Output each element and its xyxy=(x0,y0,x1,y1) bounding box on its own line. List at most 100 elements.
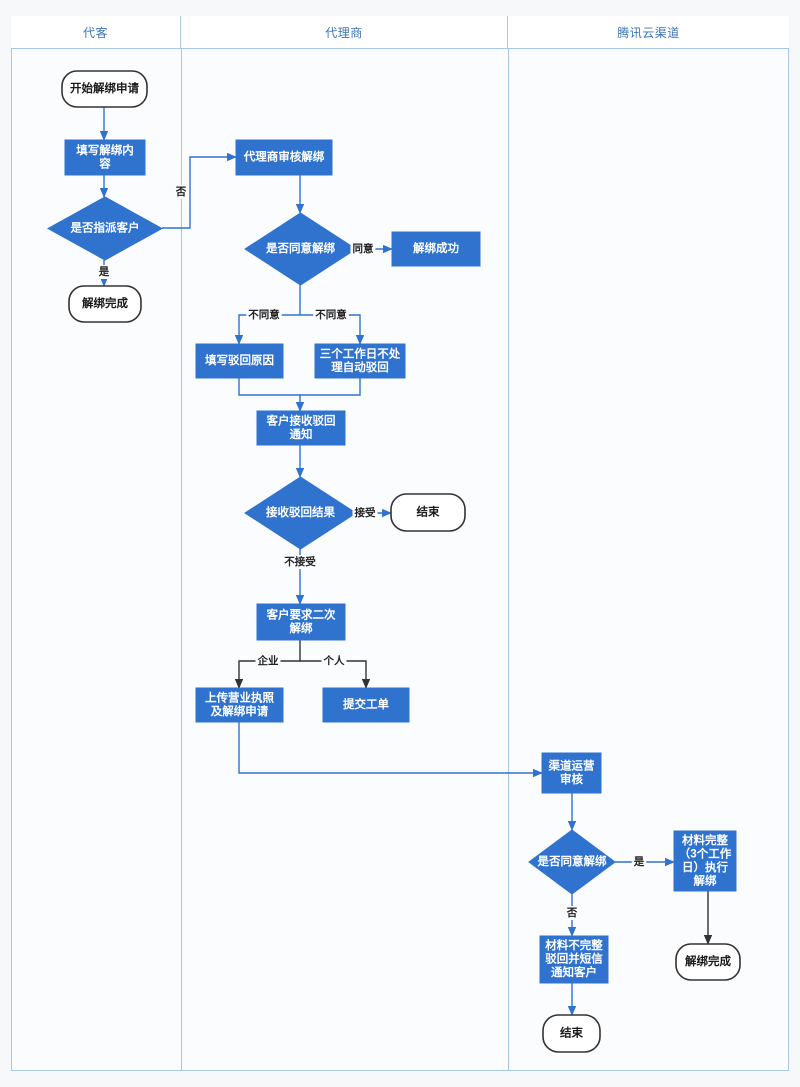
edge-label-backdrop xyxy=(173,185,189,199)
node-label-end-channel: 结束 xyxy=(559,1026,583,1040)
edge-label-backdrop xyxy=(321,654,347,668)
edge-label-e-result-accept-end: 接受 xyxy=(355,506,376,519)
node-label-customer-second-unbind: 解绑 xyxy=(290,621,313,635)
node-is-assigned-customer[interactable]: 是否指派客户 xyxy=(46,196,164,261)
node-receive-reject-result[interactable]: 接收驳回结果 xyxy=(244,476,357,550)
node-label-channel-ops-review: 审核 xyxy=(560,772,583,786)
node-shape-diamond[interactable] xyxy=(46,196,164,261)
node-start-unbind-request[interactable]: 开始解绑申请 xyxy=(61,70,148,108)
edge-label-e-channel-yes: 是 xyxy=(633,856,645,868)
node-end-channel[interactable]: 结束 xyxy=(542,1014,601,1053)
node-label-start-unbind-request: 开始解绑申请 xyxy=(70,81,139,95)
node-label-customer-recv-reject: 客户接收驳回 xyxy=(266,413,336,427)
node-label-agree-unbind-channel: 是否同意解绑 xyxy=(537,854,607,868)
node-label-unbind-complete-b: 解绑完成 xyxy=(685,954,731,968)
edge-e-license-to-channel xyxy=(238,722,543,778)
node-label-unbind-success: 解绑成功 xyxy=(413,241,459,255)
node-shape-rect[interactable] xyxy=(539,935,609,984)
nodes-layer: 开始解绑申请填写解绑内容是否指派客户解绑完成代理商审核解绑是否同意解绑解绑成功填… xyxy=(46,70,741,1053)
node-shape-rect[interactable] xyxy=(64,139,146,176)
node-label-materials-complete: 解绑 xyxy=(694,873,717,887)
node-fill-reject-reason[interactable]: 填写驳回原因 xyxy=(195,343,284,379)
edge-label-backdrop xyxy=(96,265,112,279)
node-label-channel-ops-review: 渠道运营 xyxy=(548,758,595,772)
edges-layer xyxy=(99,107,713,1016)
edge-label-e-disagree-fill: 不同意 xyxy=(248,308,280,321)
edge-label-e-channel-no: 否 xyxy=(566,907,578,919)
node-label-upload-license: 及解绑申请 xyxy=(211,704,269,718)
edge-label-backdrop xyxy=(350,242,376,256)
node-shape-rect[interactable] xyxy=(541,752,602,794)
node-label-auto-reject-3days: 三个工作日不处 xyxy=(320,346,401,360)
edge-label-backdrop xyxy=(631,855,647,869)
swimlane-divider-1 xyxy=(181,49,182,1071)
swimlane-container xyxy=(11,16,789,1071)
node-agree-unbind-agent[interactable]: 是否同意解绑 xyxy=(244,212,357,286)
node-shape-diamond[interactable] xyxy=(244,476,357,550)
edge-e-fill-to-notify xyxy=(238,378,305,412)
node-shape-rect[interactable] xyxy=(256,603,346,641)
node-unbind-complete-a[interactable]: 解绑完成 xyxy=(68,285,142,323)
node-shape-terminal[interactable] xyxy=(390,493,466,532)
node-label-materials-complete: （3个工作 xyxy=(679,846,732,860)
edge-e-decision-no-agent xyxy=(162,152,237,229)
node-label-materials-complete: 日）执行 xyxy=(682,860,728,874)
node-label-agent-review-unbind: 代理商审核解绑 xyxy=(243,150,325,164)
node-label-fill-unbind-content: 容 xyxy=(98,156,111,170)
node-label-fill-reject-reason: 填写驳回原因 xyxy=(205,353,274,367)
node-shape-rect[interactable] xyxy=(256,410,346,446)
node-label-end-agent: 结束 xyxy=(416,505,440,519)
node-label-customer-recv-reject: 通知 xyxy=(290,427,313,441)
node-shape-terminal[interactable] xyxy=(61,70,148,108)
node-shape-rect[interactable] xyxy=(673,830,737,892)
swimlane-header-customer: 代客 xyxy=(11,16,181,49)
node-shape-terminal[interactable] xyxy=(542,1014,601,1053)
edge-label-e-decision-yes-done: 是 xyxy=(98,266,110,278)
node-shape-rect[interactable] xyxy=(322,687,410,723)
node-agent-review-unbind[interactable]: 代理商审核解绑 xyxy=(235,139,333,176)
node-end-agent[interactable]: 结束 xyxy=(390,493,466,532)
node-unbind-complete-b[interactable]: 解绑完成 xyxy=(675,943,741,981)
edge-label-backdrop xyxy=(255,654,281,668)
edge-labels-layer: 是否同意不同意不同意接受不接受企业个人是否 xyxy=(96,185,647,920)
node-shape-rect[interactable] xyxy=(391,231,481,267)
node-label-submit-ticket: 提交工单 xyxy=(343,697,389,711)
node-shape-terminal[interactable] xyxy=(68,285,142,323)
node-label-materials-incomplete: 材料不完整 xyxy=(545,938,603,952)
swimlane-header-channel: 腾讯云渠道 xyxy=(508,16,789,49)
edge-label-backdrop xyxy=(352,506,378,520)
node-label-materials-incomplete: 通知客户 xyxy=(551,965,597,979)
edge-label-backdrop xyxy=(282,555,318,569)
edge-label-e-second-to-personal: 个人 xyxy=(323,654,345,667)
node-shape-rect[interactable] xyxy=(195,343,284,379)
node-label-fill-unbind-content: 填写解绑内 xyxy=(76,143,134,157)
node-submit-ticket[interactable]: 提交工单 xyxy=(322,687,410,723)
node-shape-rect[interactable] xyxy=(314,343,406,379)
swimlane-divider-2 xyxy=(508,49,509,1071)
node-unbind-success[interactable]: 解绑成功 xyxy=(391,231,481,267)
node-shape-rect[interactable] xyxy=(195,687,284,723)
edge-label-e-disagree-auto: 不同意 xyxy=(315,308,347,321)
swimlane-header-agent: 代理商 xyxy=(181,16,508,49)
node-agree-unbind-channel[interactable]: 是否同意解绑 xyxy=(528,829,616,895)
node-label-unbind-complete-a: 解绑完成 xyxy=(82,296,128,310)
edge-label-backdrop xyxy=(564,906,580,920)
node-shape-diamond[interactable] xyxy=(244,212,357,286)
node-shape-diamond[interactable] xyxy=(528,829,616,895)
node-label-materials-incomplete: 驳回并短信 xyxy=(545,952,603,966)
node-label-materials-complete: 材料完整 xyxy=(682,833,728,847)
node-label-agree-unbind-agent: 是否同意解绑 xyxy=(265,241,335,255)
edge-label-e-second-to-enterprise: 企业 xyxy=(257,654,279,667)
node-shape-terminal[interactable] xyxy=(675,943,741,981)
node-shape-rect[interactable] xyxy=(235,139,333,176)
